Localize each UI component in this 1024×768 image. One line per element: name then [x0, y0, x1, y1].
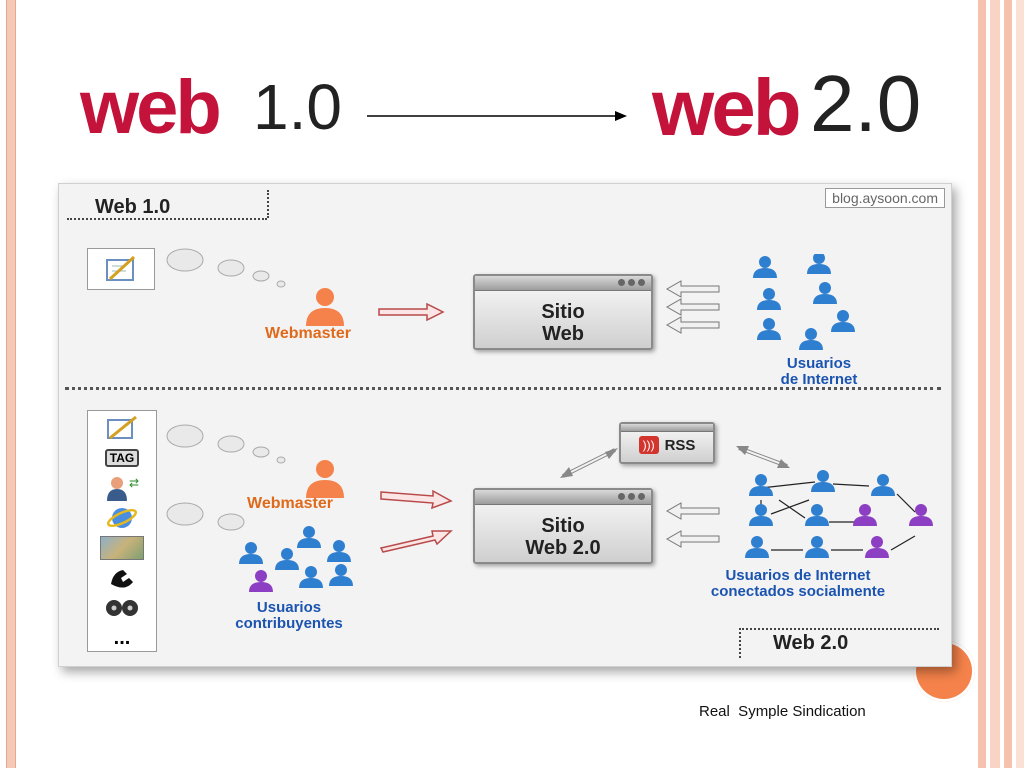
social-users-label: Usuarios de Internet conectados socialme…: [710, 567, 886, 600]
webmaster-label: Webmaster: [265, 325, 351, 342]
web2-version: 2.0: [810, 59, 922, 148]
website-web2: Sitio Web 2.0: [473, 488, 653, 564]
website-web1: Sitio Web: [473, 274, 653, 350]
watermark: blog.aysoon.com: [825, 188, 945, 208]
right-decorative-stripes: [978, 0, 1024, 768]
webmaster-icon-web2: [306, 460, 344, 498]
web2-panel-label: Web 2.0: [773, 632, 849, 654]
user-read-arrows: [665, 280, 720, 334]
pencil-note-icon: [98, 413, 146, 443]
contributing-users-group: [239, 526, 353, 592]
web1-panel-label: Web 1.0: [95, 196, 171, 218]
footnote-text: Real Symple Sindication: [699, 703, 866, 720]
panel-divider: [65, 387, 941, 390]
phone-icon: [98, 563, 146, 593]
thought-bubbles-web2-bottom: [166, 502, 245, 531]
webmaster-icon: [306, 288, 344, 326]
website-web2-line2: Web 2.0: [525, 537, 601, 559]
transition-arrow: [367, 111, 627, 121]
social-read-arrows: [665, 502, 720, 548]
rss-icon: ))): [638, 436, 659, 454]
user-exchange-icon: ⇄: [98, 473, 146, 503]
internet-explorer-icon: [98, 503, 146, 533]
website-web2-line1: Sitio: [541, 515, 585, 537]
web1-label-border: [67, 218, 267, 220]
svg-text:⇄: ⇄: [129, 476, 139, 490]
film-reel-icon: [98, 593, 146, 623]
publish-arrow: [378, 302, 445, 322]
left-decorative-border: [6, 0, 16, 768]
website-web1-line2: Web: [542, 323, 584, 345]
rss-sync-arrow-right: [736, 446, 790, 468]
rss-sync-arrow-left: [560, 448, 618, 478]
contributing-users-label: Usuarios contribuyentes: [235, 599, 343, 632]
website-web1-line1: Sitio: [541, 301, 585, 323]
web2-logo: web: [652, 63, 802, 152]
web1-logo: web: [80, 65, 222, 150]
publish-arrows-web2: [379, 489, 453, 553]
web1-version: 1.0: [253, 71, 342, 143]
tag-icon: TAG: [98, 443, 146, 473]
rss-label: RSS: [664, 436, 696, 454]
notepad-icon: [87, 248, 155, 290]
web2-tools-column: TAG ⇄ ...: [87, 410, 157, 652]
rss-feed-box: ))) RSS: [619, 422, 715, 464]
thought-bubbles-web2-top: [166, 424, 286, 464]
map-icon: [98, 533, 146, 563]
webmaster-label-web2: Webmaster: [247, 495, 333, 512]
social-network-graph: [745, 470, 933, 558]
internet-users-label: Usuarios de Internet: [780, 355, 858, 388]
more-icon: ...: [113, 626, 131, 649]
internet-users-group: [753, 254, 855, 350]
web-comparison-figure: blog.aysoon.com Web 1.0 Webmaster Sitio …: [58, 183, 952, 667]
thought-bubbles-web1: [166, 248, 286, 288]
